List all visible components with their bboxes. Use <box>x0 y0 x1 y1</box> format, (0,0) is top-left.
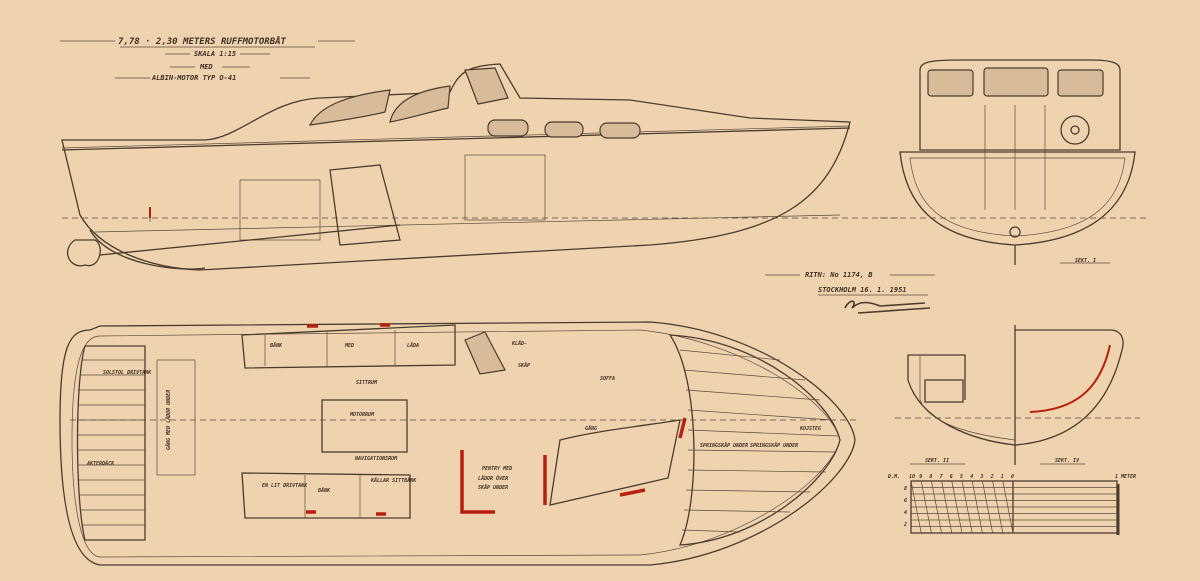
scale-tick-label: 8 <box>929 474 932 480</box>
label-chest: KÄLLAR SITTBÄNK <box>370 477 417 484</box>
label-bunk1: BÄNK <box>269 342 283 349</box>
title-block: 7,78 · 2,30 METERS RUFFMOTORBÅT SKALA 1:… <box>60 36 355 82</box>
label-kojsteg: KOJSTEG <box>799 426 821 432</box>
scale-unit-left: D.M. <box>887 474 900 480</box>
section-2-label: SEKT. II <box>925 458 949 464</box>
scale-diagonal <box>982 480 993 534</box>
scale-side-label: 2 <box>903 522 907 528</box>
scale-tick-label: 5 <box>960 474 963 480</box>
section-1-label: SEKT. I <box>1075 258 1096 264</box>
label-tank: EN LIT DRIVTANK <box>262 483 308 489</box>
label-aft-tank: SOLSTOL DRIVTANK <box>103 370 152 376</box>
scale-diagonal <box>1002 480 1014 534</box>
label-gang: GÅNG <box>585 425 597 432</box>
title-scale: SKALA 1:15 <box>194 50 236 58</box>
place-date: STOCKHOLM 16. 1. 1951 <box>818 286 907 294</box>
scale-side-label: 6 <box>904 498 907 504</box>
scale-tick-label: 4 <box>970 474 973 480</box>
label-pentry-2: LÅDOR ÖVER <box>478 475 508 482</box>
label-aft-seat: GÅNG MED LÅDOR UNDER <box>165 390 172 450</box>
scale-side-label: 4 <box>904 510 907 516</box>
drawing-info: RITN: No 1174, B STOCKHOLM 16. 1. 1951 <box>765 271 935 314</box>
scale-diagonal <box>931 480 942 534</box>
title-with: MED <box>199 63 213 71</box>
label-skap: SKÅP <box>518 362 530 369</box>
label-klad: KLÄD- <box>511 340 527 347</box>
scale-unit-right: 1 METER <box>1115 474 1136 480</box>
label-motorrum: MOTORRUM <box>349 412 375 418</box>
plan-view: SOLSTOL DRIVTANK GÅNG MED LÅDOR UNDER AK… <box>59 321 860 566</box>
scale-diagonal <box>971 480 983 534</box>
scale-tick-label: 6 <box>950 474 953 480</box>
fore-deck-planks <box>679 349 839 533</box>
scale-tick-label: 1 <box>1001 474 1004 480</box>
label-sofa: SOFFA <box>600 376 615 382</box>
scale-tick-label: 3 <box>979 474 983 480</box>
title-main: 7,78 · 2,30 METERS RUFFMOTORBÅT <box>118 36 287 47</box>
scale-tick-label: 9 <box>919 474 922 480</box>
scale-diagonal <box>961 480 973 534</box>
label-bunk2: MED <box>344 343 354 349</box>
scale-diagonal <box>920 480 932 534</box>
section-4-label: SEKT. IV <box>1055 458 1080 464</box>
aft-deck-planks <box>78 359 145 526</box>
scale-diagonal <box>992 480 1004 534</box>
title-engine: ALBIN-MOTOR TYP O-41 <box>151 74 236 82</box>
label-pentry-3: SKÅP UNDER <box>478 484 508 491</box>
scale-diagonal <box>941 480 953 534</box>
scale-side-label: 8 <box>904 486 907 492</box>
scale-tick-label: 10 <box>909 474 915 480</box>
label-navigation: NAVIGATIONSRUM <box>354 456 398 462</box>
scale-diagonal <box>910 480 922 534</box>
section-1: SEKT. I <box>880 59 1150 265</box>
label-pentry-1: PENTRY MED <box>482 466 512 472</box>
label-aft-deck: AKTERDÄCK <box>86 460 115 467</box>
steering-wheel-icon <box>1060 115 1090 145</box>
label-bench: BÄNK <box>317 487 331 494</box>
label-storage1: SPRINGSKÅP UNDER <box>700 442 748 449</box>
scale-tick-label: 0 <box>1011 474 1014 480</box>
profile-view <box>61 63 900 271</box>
scale-tick-label: 7 <box>940 474 943 480</box>
scale-diagonal <box>951 480 963 534</box>
section-2-4: SEKT. II SEKT. IV <box>895 325 1140 465</box>
label-sittrum: SITTRUM <box>356 380 378 386</box>
signature <box>844 300 931 314</box>
label-bunk3: LÅDA <box>407 342 419 349</box>
label-storage2: SPRINGSKÅP UNDER <box>750 442 798 449</box>
drawing-number: RITN: No 1174, B <box>805 271 873 279</box>
scale-tick-label: 2 <box>990 474 994 480</box>
